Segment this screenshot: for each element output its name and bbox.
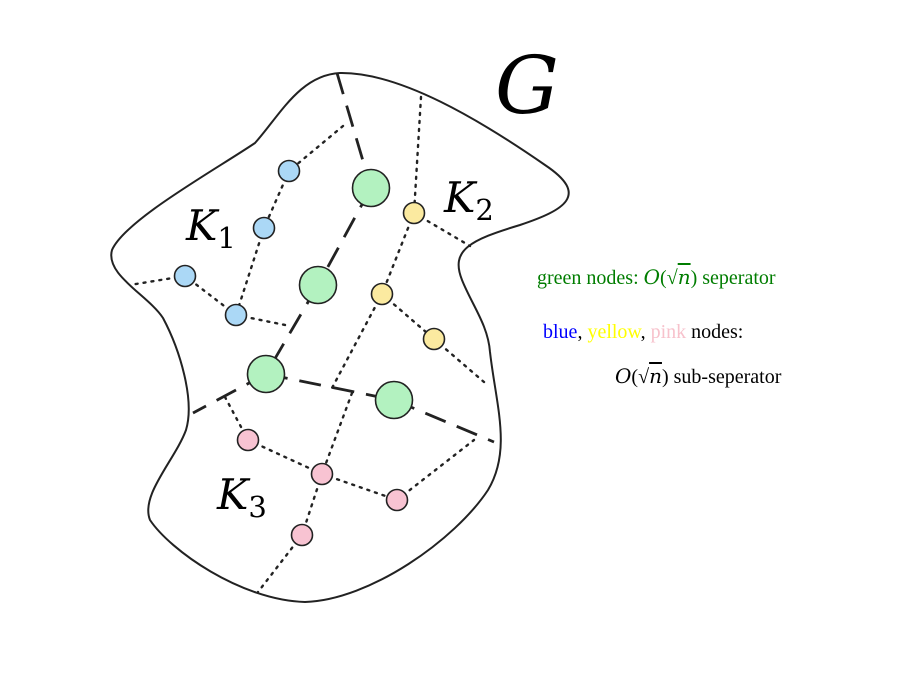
component-letter: K — [443, 173, 478, 222]
yellow-node — [422, 327, 446, 351]
legend-separator-line: green nodes: O(√n) seperator — [537, 265, 776, 289]
blue-node — [173, 264, 197, 288]
pink-edge — [395, 438, 476, 502]
component-letter: K — [185, 201, 220, 250]
legend-comma: , — [577, 321, 587, 343]
legend-big-o: O — [615, 364, 631, 388]
legend-paren-close: ) — [691, 267, 698, 289]
legend-subseparator-word: sub-seperator — [669, 366, 782, 388]
pink-node — [290, 523, 314, 547]
yellow-edge — [330, 292, 384, 390]
legend-paren-close: ) — [662, 366, 669, 388]
separator-edges — [192, 72, 495, 444]
green-node — [374, 380, 414, 420]
pink-edge — [320, 391, 354, 476]
legend-blue-word: blue — [543, 321, 578, 343]
legend-separator-word: seperator — [697, 267, 776, 289]
component-subscript: 1 — [217, 221, 235, 255]
blue-edge — [287, 124, 345, 173]
component-label-k1: K1 — [185, 201, 236, 255]
legend-n: n — [678, 265, 691, 289]
legend-pink-word: pink — [651, 321, 687, 343]
yellow-edge — [412, 95, 423, 215]
pink-node — [310, 462, 334, 486]
legend-sqrt-sign: √ — [667, 267, 678, 289]
legend-n: n — [649, 364, 662, 388]
pink-edge — [320, 472, 399, 502]
pink-edge — [246, 438, 324, 476]
green-node — [298, 265, 338, 305]
pink-nodes — [236, 428, 409, 547]
yellow-node — [370, 282, 394, 306]
blue-node — [277, 159, 301, 183]
legend-nodes-word: nodes: — [686, 321, 743, 343]
component-subscript: 3 — [248, 490, 266, 524]
component-letter: K — [216, 470, 251, 519]
component-label-k3: K3 — [216, 470, 267, 524]
legend-yellow-word: yellow — [587, 321, 642, 343]
blue-node — [224, 303, 248, 327]
component-label-k2: K2 — [443, 173, 494, 227]
separator-edge — [265, 372, 395, 402]
legend-sqrt-sign: √ — [638, 366, 649, 388]
green-node — [351, 168, 391, 208]
graph-label: G — [495, 39, 559, 132]
yellow-edge — [380, 292, 436, 341]
yellow-nodes — [370, 201, 446, 351]
pink-node — [236, 428, 260, 452]
legend-subseparator-colors: blue, yellow, pink nodes: — [543, 321, 743, 343]
legend-big-o: O — [644, 265, 660, 289]
green-node — [246, 354, 286, 394]
separator-edge — [335, 72, 373, 189]
green-nodes — [246, 168, 414, 420]
legend-paren-open: ( — [660, 267, 667, 289]
pink-node — [385, 488, 409, 512]
component-subscript: 2 — [475, 193, 493, 227]
yellow-node — [402, 201, 426, 225]
blue-nodes — [173, 159, 301, 327]
legend-subseparator-line: O(√n) sub-seperator — [615, 364, 782, 388]
graph-boundary — [110, 71, 570, 604]
legend-paren-open: ( — [631, 366, 638, 388]
legend-green-text: green nodes: — [537, 267, 644, 289]
blue-edge — [234, 226, 266, 317]
blue-node — [252, 216, 276, 240]
legend-comma: , — [641, 321, 651, 343]
yellow-edge — [380, 211, 416, 296]
